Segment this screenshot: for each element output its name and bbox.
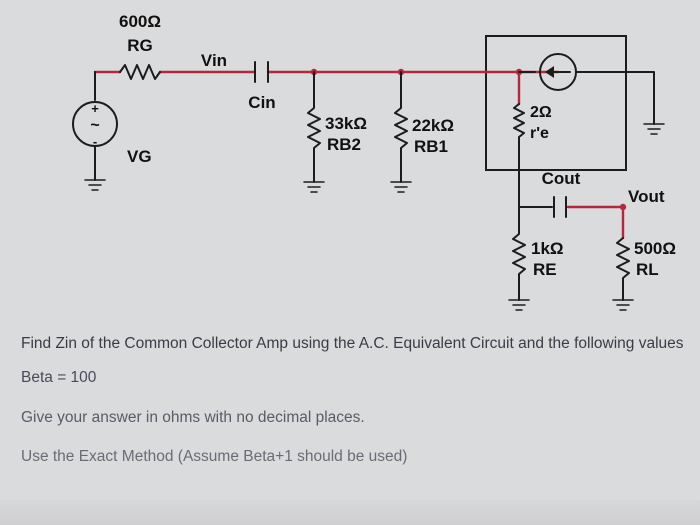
answer-units-instruction: Give your answer in ohms with no decimal…	[21, 409, 365, 426]
current-source-icon	[518, 53, 655, 125]
rb1-value-label: 22kΩ	[412, 116, 454, 135]
ground-icon	[643, 123, 665, 135]
rb2-value-label: 33kΩ	[325, 114, 367, 133]
ground-icon	[303, 181, 325, 193]
cin-label: Cin	[248, 93, 275, 112]
rb1-resistor	[394, 71, 408, 183]
beta-value-text: Beta = 100	[21, 369, 97, 386]
rb2-resistor	[307, 71, 321, 183]
rg-value-label: 600Ω	[119, 12, 161, 31]
source-minus-sign: -	[93, 134, 97, 149]
source-sine-symbol: ~	[90, 117, 99, 134]
bottom-edge	[0, 500, 700, 525]
cin-capacitor	[254, 61, 269, 83]
rl-resistor	[616, 237, 630, 301]
ground-icon	[390, 181, 412, 193]
transistor-box	[485, 35, 627, 171]
rl-value-label: 500Ω	[634, 239, 676, 258]
question-text-block: Find Zin of the Common Collector Amp usi…	[21, 334, 689, 467]
re-internal-name-label: r'e	[530, 125, 549, 142]
ground-icon	[508, 299, 530, 311]
cout-label: Cout	[542, 169, 581, 188]
ground-icon	[612, 299, 634, 311]
cout-capacitor	[553, 196, 567, 218]
re-internal-value-label: 2Ω	[530, 104, 552, 121]
question-text: Find Zin of the Common Collector Amp usi…	[21, 335, 684, 352]
rg-name-label: RG	[127, 36, 153, 55]
rb2-name-label: RB2	[327, 135, 361, 154]
rb1-name-label: RB1	[414, 137, 448, 156]
vout-label: Vout	[628, 187, 665, 206]
source-plus-sign: +	[91, 101, 99, 116]
re-resistor	[512, 206, 526, 301]
rg-resistor	[119, 64, 161, 80]
ground-icon	[84, 179, 106, 191]
vin-label: Vin	[201, 51, 227, 70]
method-instruction: Use the Exact Method (Assume Beta+1 shou…	[21, 448, 408, 465]
re-value-label: 1kΩ	[531, 239, 564, 258]
re-name-label: RE	[533, 260, 557, 279]
rl-name-label: RL	[636, 260, 659, 279]
re-internal-resistor	[513, 103, 553, 208]
ac-source-vg: + ~ -	[72, 71, 118, 181]
junction-dot-vout	[619, 203, 627, 211]
vg-label: VG	[127, 147, 152, 166]
